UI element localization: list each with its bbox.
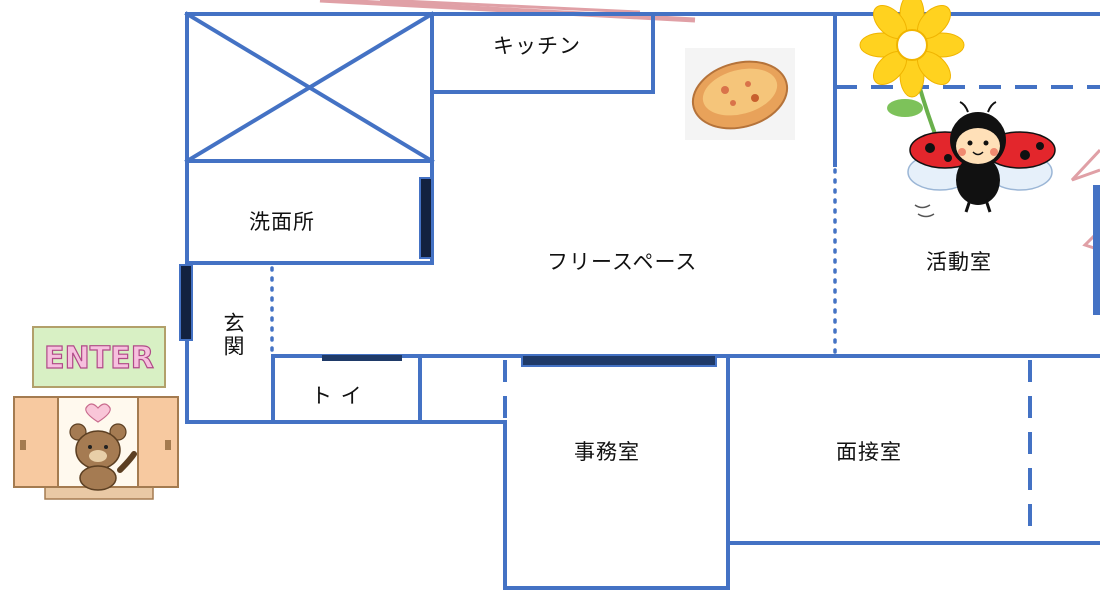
ladybug-icon (907, 101, 1056, 218)
door (419, 177, 433, 259)
room-label-toilet: ト イ (311, 384, 363, 408)
room-label-interview-room: 面接室 (836, 440, 902, 464)
enter-sign-text: ENTER (44, 341, 154, 376)
door (322, 355, 402, 361)
room-label-washroom: 洗面所 (249, 210, 315, 234)
room-label-kitchen: キッチン (493, 34, 581, 58)
storage-room (185, 12, 434, 163)
kitchen-wall (430, 12, 655, 94)
room-label-entrance: 玄関 (221, 312, 245, 358)
flower-icon (859, 0, 965, 161)
decorative-stroke (379, 0, 641, 14)
wall (418, 354, 730, 590)
room-label-activity-room: 活動室 (926, 250, 992, 274)
enter-sign: ENTER (32, 326, 166, 388)
gratin-dish-icon (685, 48, 795, 140)
room-label-office: 事務室 (574, 440, 640, 464)
entrance-door-illustration (13, 396, 179, 500)
decorative-stroke (319, 0, 696, 23)
wall (1093, 185, 1100, 315)
room-label-free-space: フリースペース (547, 250, 698, 274)
door (179, 264, 193, 341)
storage-cross (184, 11, 435, 164)
door (521, 354, 717, 367)
